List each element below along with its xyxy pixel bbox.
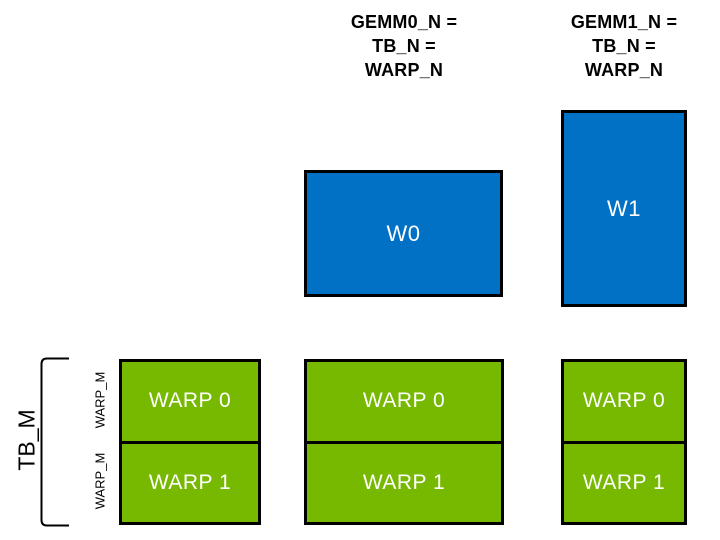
warp-row: WARP 1 [307, 440, 501, 523]
warp-m-label-row0: WARP_M [92, 371, 108, 429]
gemm1-label-line3: WARP_N [584, 60, 664, 80]
warp-row: WARP 1 [564, 440, 684, 523]
gemm0-label-line1: GEMM0_N = [350, 12, 458, 32]
gemm0-dimension-label: GEMM0_N = TB_N = WARP_N [304, 10, 504, 82]
warp-tile-w0: W0 [304, 170, 503, 297]
thread-block-column-2: WARP 0 WARP 1 [304, 359, 504, 525]
warp-m-label-row1: WARP_M [92, 452, 108, 510]
warp-tile-w1: W1 [561, 110, 687, 307]
warp-row: WARP 0 [582, 389, 666, 413]
gemm1-label-line2: TB_N = [592, 36, 656, 56]
gemm1-label-line1: GEMM1_N = [570, 12, 678, 32]
thread-block-column-1: WARP 0 WARP 1 [119, 359, 261, 525]
gemm1-dimension-label: GEMM1_N = TB_N = WARP_N [524, 10, 720, 82]
warp-tile-w0-label: W0 [386, 220, 421, 246]
gemm0-label-line2: TB_N = [372, 36, 436, 56]
tb-m-axis-label: TB_M [13, 409, 40, 471]
tb-m-bracket [40, 357, 69, 527]
thread-block-column-3: WARP 0 WARP 1 [561, 359, 687, 525]
warp-row: WARP 0 [362, 389, 446, 413]
warp-row: WARP 1 [122, 440, 258, 523]
warp-row: WARP 0 [148, 389, 232, 413]
gemm0-label-line3: WARP_N [364, 60, 444, 80]
warp-tile-w1-label: W1 [607, 195, 641, 221]
